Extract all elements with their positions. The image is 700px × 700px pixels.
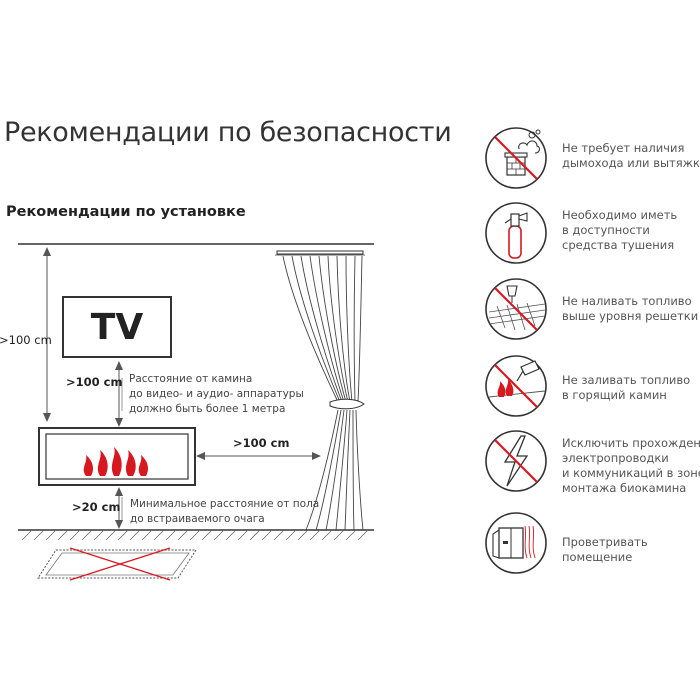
tv-dimension-label: >100 cm	[66, 375, 123, 389]
curtain-tie	[329, 398, 365, 410]
no-overfill-icon	[485, 278, 547, 340]
ceiling-dimension-label: >100 cm	[0, 333, 52, 347]
curtain-rod	[275, 250, 365, 256]
fireplace-inner	[45, 433, 189, 480]
arrow-up	[115, 361, 123, 370]
flame	[125, 450, 136, 476]
forbidden-rug	[37, 547, 197, 581]
no-chimney-icon	[485, 127, 547, 189]
arrow-down	[115, 520, 123, 529]
tip-no-chimney: Не требует наличия дымохода или вытяжки	[562, 141, 700, 170]
tip-ventilate: Проветривать помещение	[562, 535, 648, 564]
tip-extinguisher: Необходимо иметь в доступности средства …	[562, 208, 678, 252]
tv-box: TV	[62, 296, 172, 358]
tip-no-refuel: Не заливать топливо в горящий камин	[562, 373, 691, 402]
floor-dimension-label: >20 cm	[72, 500, 121, 514]
fireplace-outer	[38, 427, 196, 486]
arrow-down	[115, 418, 123, 427]
tv-distance-note: Расстояние от камина до видео- и аудио- …	[129, 373, 304, 415]
flame	[97, 450, 108, 476]
ventilate-room-icon	[485, 512, 547, 574]
tip-no-overfill: Не наливать топливо выше уровня решетки	[562, 294, 699, 323]
floor-distance-note: Минимальное расстояние от пола до встраи…	[130, 498, 320, 525]
section-subtitle: Рекомендации по установке	[6, 204, 246, 220]
floor-hatching	[21, 529, 369, 541]
flame	[111, 447, 122, 476]
arrow-up	[115, 487, 123, 496]
arrow-down	[43, 413, 51, 422]
arrow-up	[43, 247, 51, 256]
arrow-left	[196, 452, 205, 460]
flame	[83, 455, 94, 476]
curtain	[282, 255, 364, 531]
curtain-dimension-label: >100 cm	[233, 436, 290, 450]
tip-no-wiring: Исключить прохождение электропроводки и …	[562, 436, 700, 495]
no-wiring-icon	[485, 430, 547, 492]
no-refuel-burning-icon	[485, 355, 547, 417]
arrow-right	[312, 452, 321, 460]
page-title: Рекомендации по безопасности	[4, 117, 452, 148]
flame	[138, 455, 149, 476]
fire-extinguisher-icon	[485, 202, 547, 264]
flame-group	[83, 447, 149, 476]
